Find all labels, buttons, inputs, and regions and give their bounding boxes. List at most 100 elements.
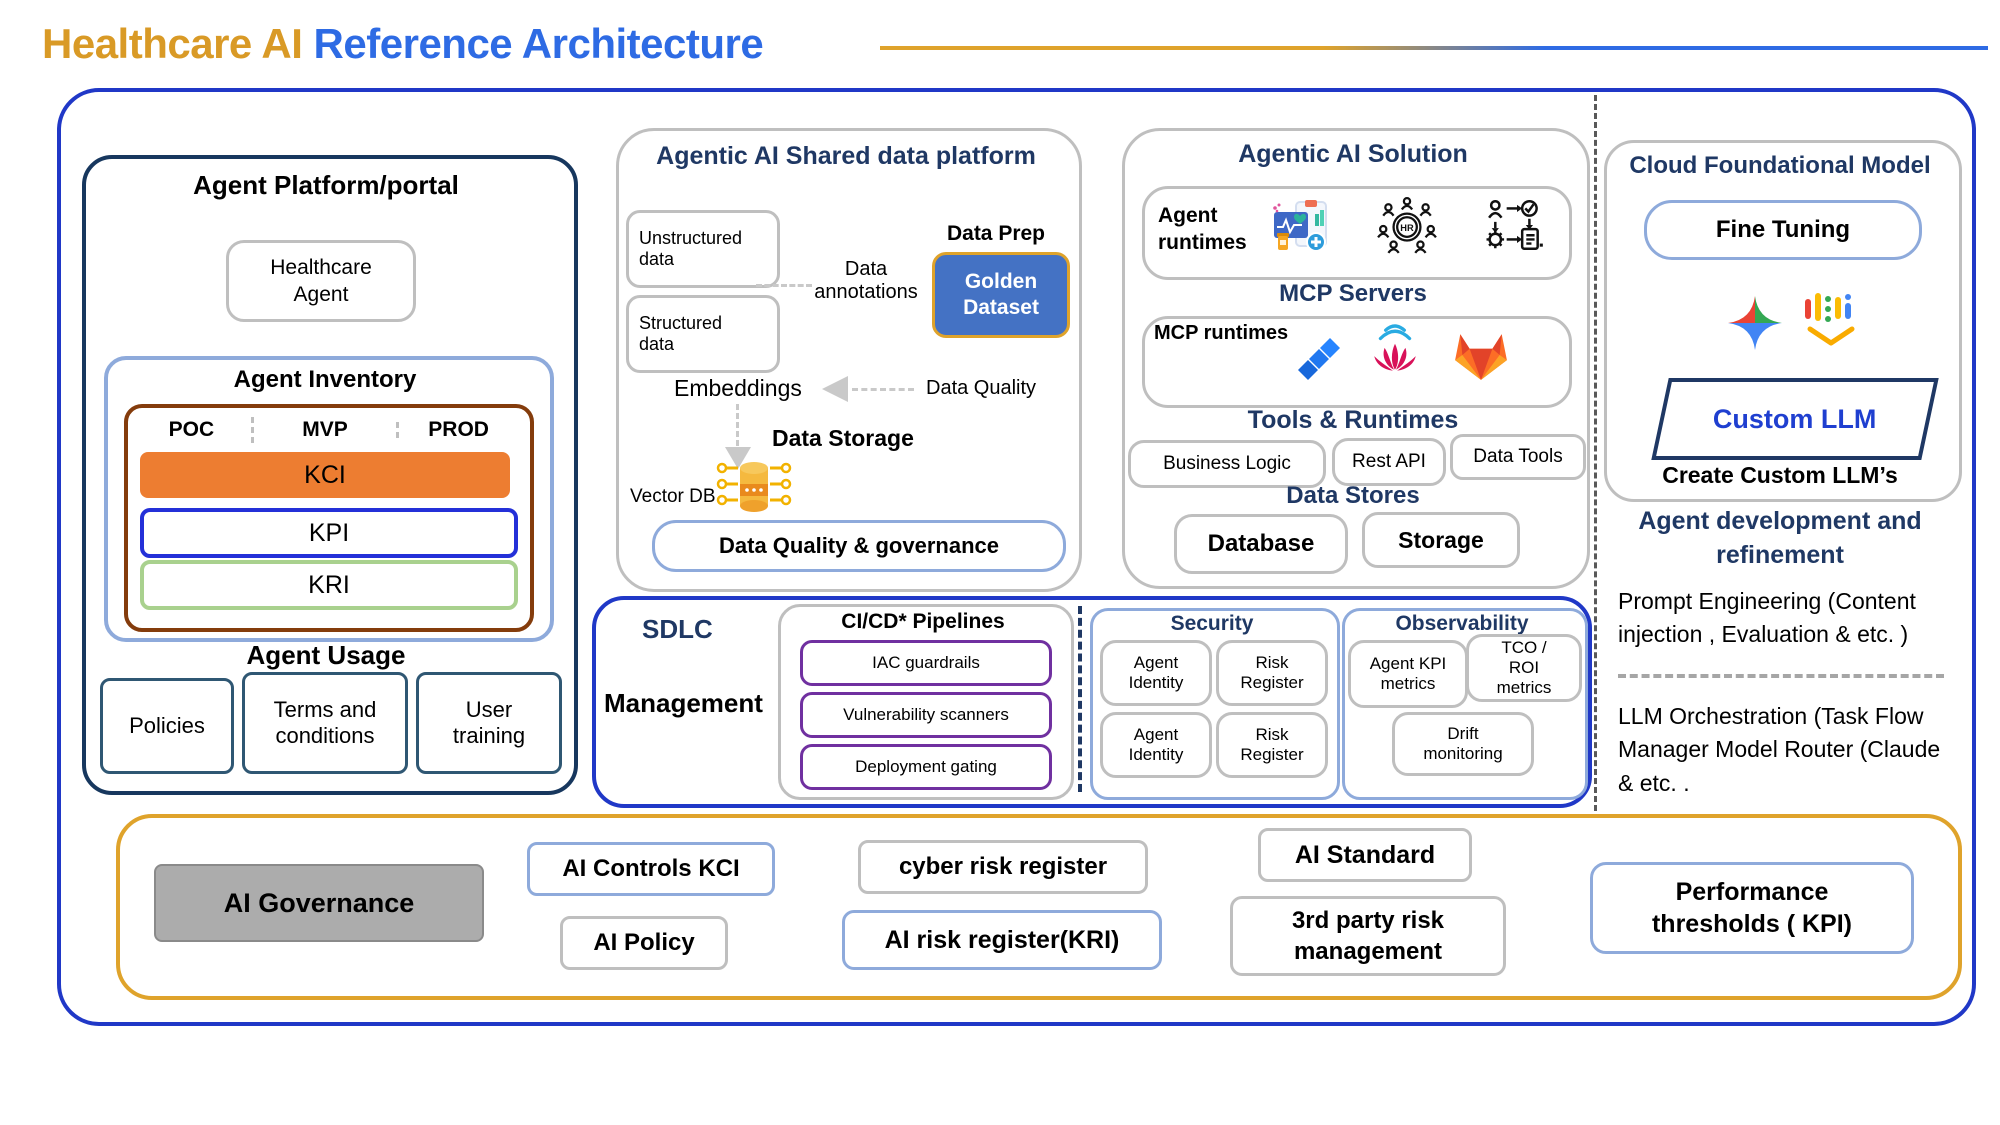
ai-controls-kci-box: AI Controls KCI [527,842,775,896]
agent-identity-label-2: Agent Identity [1128,725,1184,764]
iac-guardrails-box: IAC guardrails [800,640,1052,686]
prompt-engineering-text: Prompt Engineering (Content injection , … [1618,588,1916,648]
tools-runtimes-title: Tools & Runtimes [1247,406,1459,434]
stage-header-row: POC MVP PROD [132,414,518,446]
security-title: Security [1170,612,1254,635]
performance-thresholds-label: Performance thresholds ( KPI) [1651,877,1852,939]
cicd-pipelines-title: CI/CD* Pipelines [841,610,1005,633]
ai-governance-box: AI Governance [154,864,484,942]
agent-platform-box [82,155,578,795]
agent-workflow-icon [1486,199,1543,250]
page-title-rest: Reference Architecture [302,20,764,67]
llm-orchestration-text: LLM Orchestration (Task Flow Manager Mod… [1618,703,1941,796]
cloud-model-title: Cloud Foundational Model [1629,152,1931,179]
agent-development-text: Agent development and refinement [1638,507,1922,569]
structured-data-box: Structured data [626,295,780,373]
page-title-healthcare: Healthcare AI [42,20,303,67]
embeddings-label: Embeddings [674,375,802,401]
sdlc-box [592,596,1592,808]
usage-policies-box: Policies [100,678,234,774]
vertex-ai-icon [1805,293,1855,346]
risk-register-label-1: Risk Register [1240,653,1304,692]
data-quality-arrow [822,376,848,402]
golden-dataset-label: Golden Dataset [963,269,1039,319]
custom-llm-label: Custom LLM [1713,403,1877,434]
performance-thresholds-box: Performance thresholds ( KPI) [1590,862,1914,954]
shared-data-platform-title: Agentic AI Shared data platform [656,142,1036,170]
vector-db-icon [716,462,792,512]
vector-db-label: Vector DB [630,486,716,507]
ai-standard-box: AI Standard [1258,828,1472,882]
agentic-solution-title: Agentic AI Solution [1238,140,1468,168]
structured-data-label: Structured data [639,313,723,354]
mcp-runtimes-box [1142,316,1572,408]
cyber-risk-register-box: cyber risk register [858,840,1148,894]
healthcare-agent-box: Healthcare Agent [226,240,416,322]
lotus-signal-icon [1374,324,1416,371]
data-quality-label: Data Quality [926,377,1037,399]
agent-inventory-title: Agent Inventory [233,366,417,393]
embeddings-down-arrowhead [725,447,751,469]
data-quality-dash [852,388,914,391]
risk-register-box-1: Risk Register [1216,640,1328,706]
agent-development-title: Agent development and refinement [1604,505,1956,573]
jira-icon [1298,338,1340,380]
stage-mvp: MVP [302,418,348,441]
sdlc-title-line2: Management [604,688,763,718]
usage-training-label: User training [452,697,526,748]
unstructured-data-box: Unstructured data [626,210,780,288]
annotation-connector [756,284,812,287]
svg-text:HR: HR [1400,223,1414,233]
stage-prod: PROD [428,418,489,441]
gemini-star-icon [1728,296,1782,350]
agent-identity-box-2: Agent Identity [1100,712,1212,778]
tco-roi-metrics-label: TCO / ROI metrics [1496,638,1552,697]
title-rule [880,46,1988,50]
storage-box: Storage [1362,512,1520,568]
healthcare-agent-label: Healthcare Agent [270,255,372,306]
mcp-runtimes-label: MCP runtimes [1154,322,1289,344]
agent-runtimes-text: Agent runtimes [1158,204,1247,255]
usage-training-box: User training [416,672,562,774]
drift-monitoring-label: Drift monitoring [1423,724,1503,763]
fine-tuning-box: Fine Tuning [1644,200,1922,260]
kri-bar: KRI [140,560,518,610]
third-party-risk-label: 3rd party risk management [1291,906,1445,965]
ai-risk-register-box: AI risk register(KRI) [842,910,1162,970]
security-separator [1078,606,1082,792]
agent-runtimes-label: Agent runtimes [1158,202,1278,257]
sdlc-title-line1: SDLC [642,614,713,644]
unstructured-data-label: Unstructured data [639,228,743,269]
create-custom-llm-label: Create Custom LLM’s [1662,462,1898,488]
data-quality-governance-box: Data Quality & governance [652,520,1066,572]
data-annotations-text: Data annotations [814,258,918,303]
architecture-frame [57,88,1976,1026]
kci-bar: KCI [140,452,510,498]
business-logic-box: Business Logic [1128,440,1326,488]
risk-register-label-2: Risk Register [1240,725,1304,764]
drift-monitoring-box: Drift monitoring [1392,712,1534,776]
third-party-risk-box: 3rd party risk management [1230,896,1506,976]
embeddings-down-dash [736,404,739,446]
golden-dataset-box: Golden Dataset [932,252,1070,338]
agent-kpi-metrics-box: Agent KPI metrics [1348,640,1468,708]
stage-separator [396,422,400,438]
governance-band [116,814,1962,1000]
data-stores-title: Data Stores [1286,482,1420,509]
page-title: Healthcare AI Reference Architecture [42,20,764,68]
cloud-column-separator [1594,95,1597,811]
database-box: Database [1174,514,1348,574]
usage-terms-box: Terms and conditions [242,672,408,774]
stage-separator [250,417,254,443]
agent-identity-box-1: Agent Identity [1100,640,1212,706]
observability-title: Observability [1395,612,1529,635]
stage-poc: POC [168,418,215,441]
cloud-section-divider [1618,674,1944,678]
rest-api-box: Rest API [1332,438,1446,486]
mcp-servers-title: MCP Servers [1279,280,1427,307]
agent-identity-label-1: Agent Identity [1128,653,1184,692]
risk-register-box-2: Risk Register [1216,712,1328,778]
data-storage-label: Data Storage [772,425,914,451]
agent-platform-title: Agent Platform/portal [193,170,459,200]
data-tools-box: Data Tools [1450,434,1586,480]
